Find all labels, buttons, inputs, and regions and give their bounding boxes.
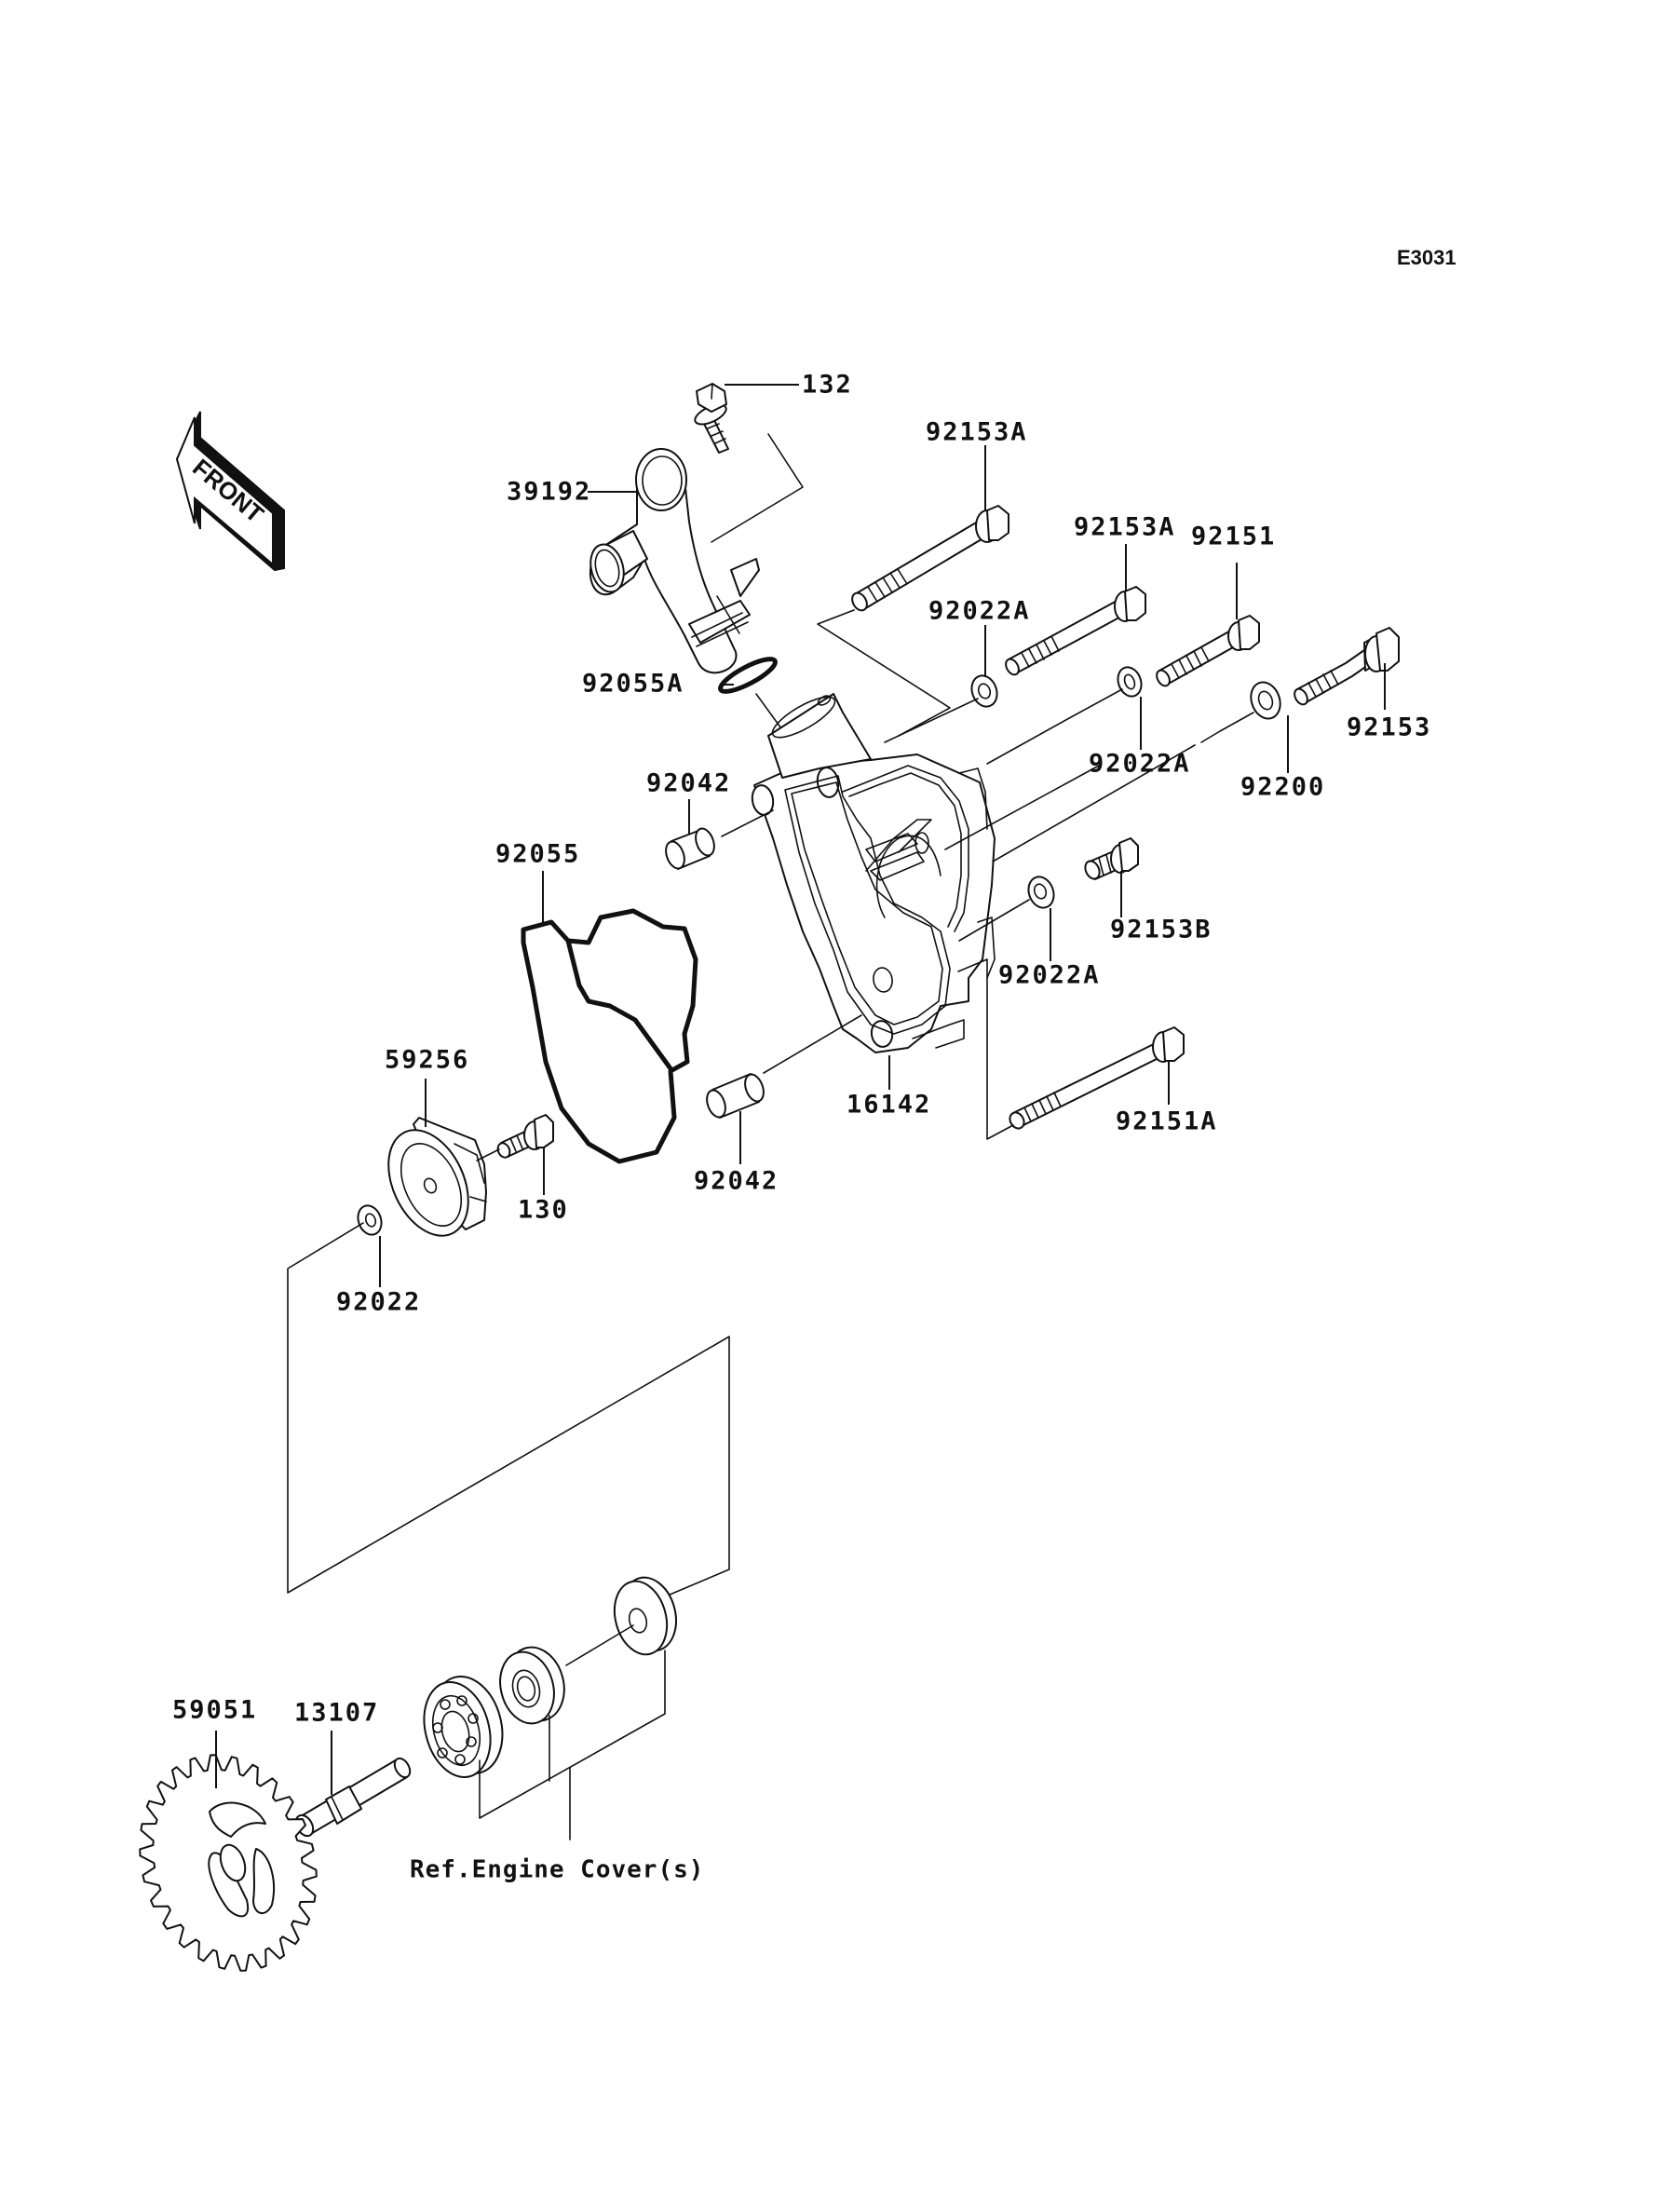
label-92042-top: 92042: [646, 769, 731, 798]
gasket-92055-inner: [565, 940, 675, 1073]
bolt-92151[interactable]: [1154, 615, 1260, 688]
label-59256: 59256: [385, 1046, 469, 1075]
bolt-92153A-mid[interactable]: [1003, 586, 1146, 677]
washer-92022A-mid[interactable]: [1114, 664, 1145, 699]
label-92055A: 92055A: [582, 670, 684, 699]
impeller-59256[interactable]: [373, 1117, 487, 1249]
dowel-pin-92042-top[interactable]: [662, 826, 717, 871]
connector-130: [476, 1148, 500, 1161]
connector-92042-top: [721, 809, 774, 837]
seal-connector: [565, 1624, 634, 1666]
bolt-132[interactable]: [692, 383, 729, 454]
diagram-code: E3031: [1397, 246, 1456, 269]
label-92153B: 92153B: [1110, 916, 1213, 944]
label-92022A-low: 92022A: [998, 961, 1101, 990]
connector-92042-bottom: [763, 1014, 862, 1074]
label-92022A-mid: 92022A: [1089, 750, 1191, 779]
pipe-connector: [716, 595, 740, 634]
connector-92153A-top: [817, 609, 951, 737]
oil-seal[interactable]: [493, 1641, 572, 1730]
label-92153: 92153: [1347, 713, 1431, 742]
ball-bearing[interactable]: [414, 1668, 513, 1785]
label-130: 130: [518, 1196, 569, 1225]
ref-bracket: [479, 1650, 666, 1819]
label-92153A-top: 92153A: [926, 418, 1028, 447]
connector-92022A-top: [884, 698, 979, 743]
bolt-92153B[interactable]: [1082, 837, 1139, 881]
label-132: 132: [802, 371, 853, 400]
washer-92022A-top[interactable]: [968, 672, 1001, 711]
outlet-pipe-39192[interactable]: [586, 448, 760, 674]
label-92151: 92151: [1191, 523, 1276, 551]
gear-59051[interactable]: [139, 1754, 318, 1972]
gasket-92055[interactable]: [521, 908, 698, 1164]
label-59051: 59051: [172, 1696, 257, 1725]
label-39192: 39192: [507, 478, 591, 507]
connector-92022A-mid: [986, 688, 1123, 765]
label-16142: 16142: [847, 1091, 931, 1120]
connector-132: [711, 433, 804, 543]
connector-92151A: [957, 958, 1014, 1140]
label-92200: 92200: [1240, 773, 1325, 802]
shaft-13107[interactable]: [292, 1756, 413, 1839]
connector-92022A-low-2: [944, 765, 1100, 850]
label-13107: 13107: [294, 1699, 379, 1728]
washer-92022A-low[interactable]: [1024, 874, 1058, 912]
water-seal[interactable]: [607, 1571, 684, 1661]
reference-note: Ref.Engine Cover(s): [410, 1856, 704, 1884]
connector-92022A-low: [958, 899, 1030, 942]
connector-92200-housing: [992, 744, 1196, 862]
label-92055: 92055: [495, 840, 580, 869]
washer-92200[interactable]: [1246, 678, 1285, 723]
bolt-92153[interactable]: [1292, 627, 1400, 707]
label-92153A-mid: 92153A: [1074, 513, 1176, 542]
connector-92200: [1200, 712, 1254, 743]
washer-92022[interactable]: [354, 1202, 385, 1238]
label-92022: 92022: [336, 1288, 421, 1317]
label-92151A: 92151A: [1116, 1107, 1218, 1136]
bolt-92153A-top[interactable]: [849, 505, 1009, 613]
bracket-connector: [287, 1222, 730, 1601]
oring-92055A[interactable]: [717, 654, 779, 698]
bolt-130[interactable]: [495, 1114, 554, 1160]
label-92042-bottom: 92042: [694, 1167, 779, 1196]
label-92022A-top: 92022A: [928, 597, 1031, 626]
front-arrow-icon: FRONT: [175, 411, 285, 572]
dowel-pin-92042-bottom[interactable]: [703, 1072, 766, 1120]
pump-cover-16142[interactable]: [750, 690, 996, 1053]
